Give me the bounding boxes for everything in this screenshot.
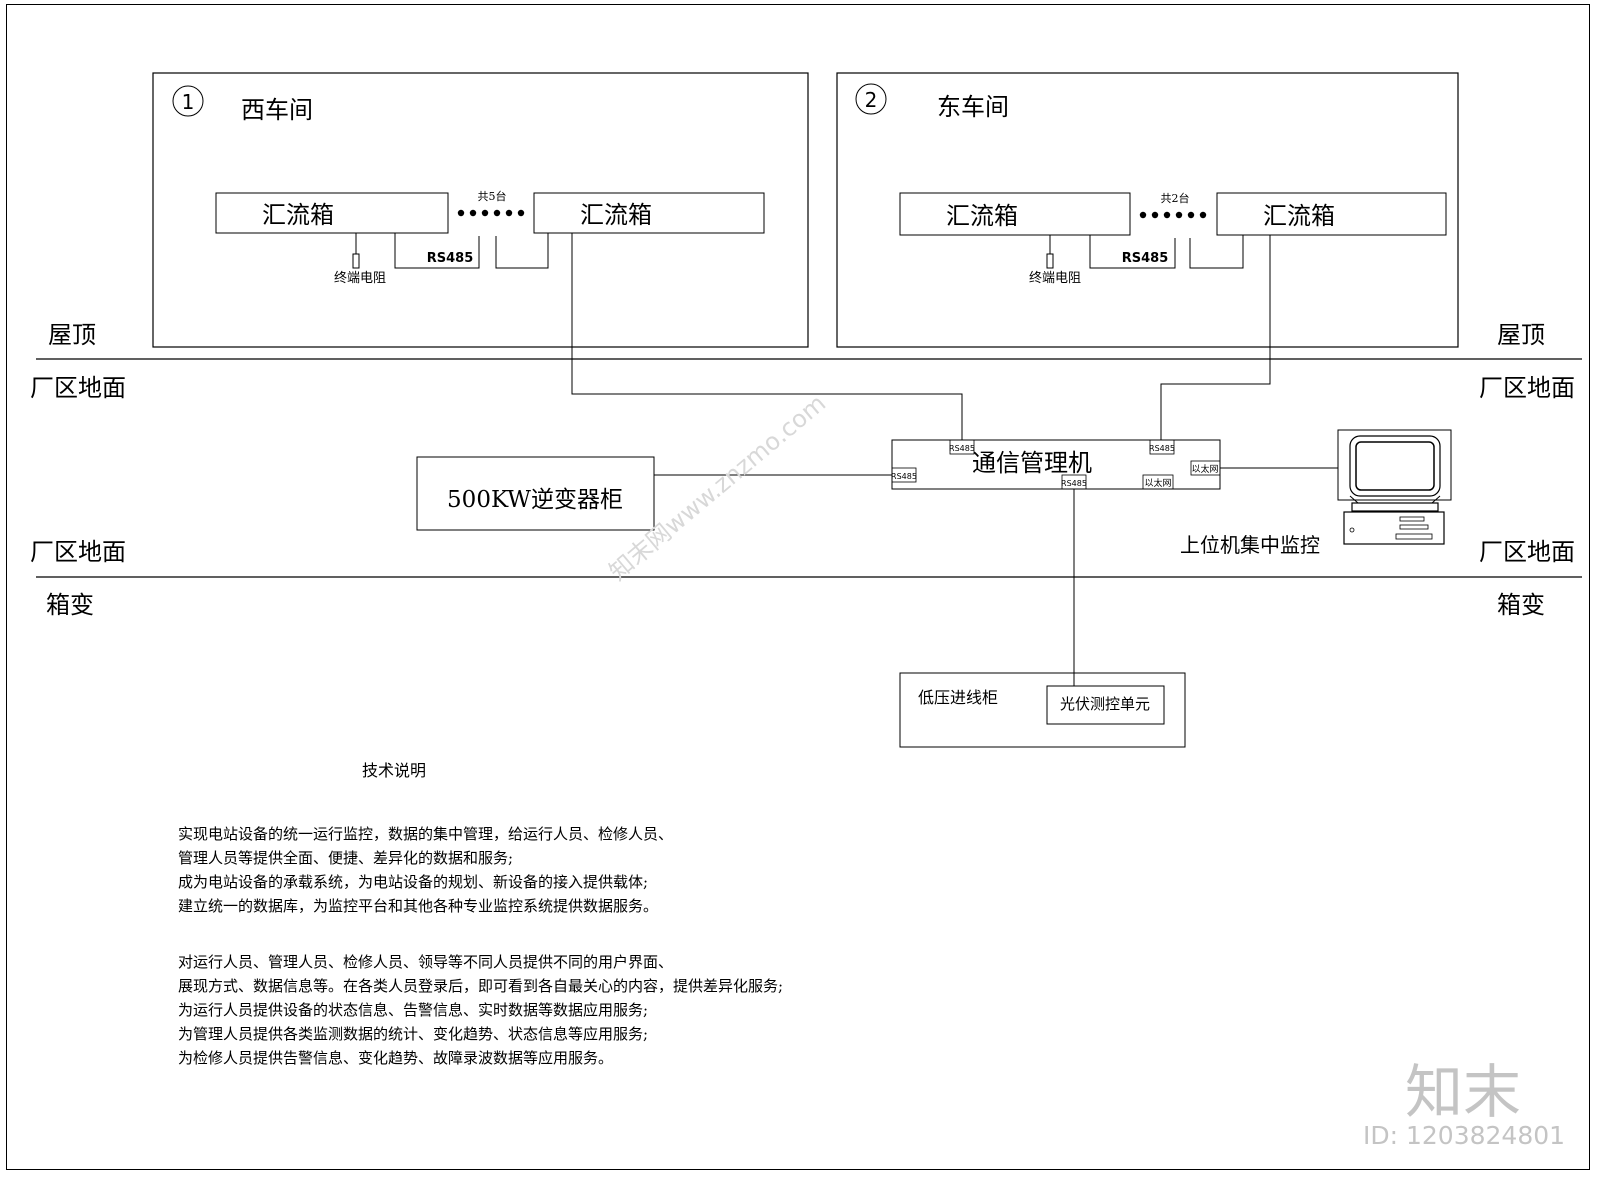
east-title: 东车间 [937,93,1009,121]
box-label-right: 箱变 [1497,591,1545,619]
pv-monitor-unit-box [1046,685,1165,725]
pv-monitor-unit-label: 光伏测控单元 [1060,695,1150,713]
technical-notes-title: 技术说明 [362,761,427,780]
west-combiner-left-label: 汇流箱 [262,201,334,229]
host-computer-icon [1337,429,1452,545]
communication-manager: 通信管理机 RS485 RS485 RS485 RS485 以太网 以太网 [891,439,1221,490]
host-monitor-label: 上位机集中监控 [1180,533,1320,557]
technical-note-line: 为检修人员提供告警信息、变化趋势、故障录波数据等应用服务。 [178,1049,614,1067]
technical-note-line: 展现方式、数据信息等。在各类人员登录后，即可看到各自最关心的内容，提供差异化服务… [178,977,784,995]
watermark-logo: 知末 [1405,1058,1522,1126]
port-ethernet-inner-label: 以太网 [1144,477,1171,489]
technical-note-line: 成为电站设备的承载系统，为电站设备的规划、新设备的接入提供载体; [178,873,649,891]
east-rs485-label: RS485 [1122,251,1169,266]
low-voltage-cabinet-label: 低压进线柜 [918,688,998,707]
inverter-cabinet-box [416,456,655,531]
port-rs485-inverter [891,467,917,483]
west-ellipsis-dots [457,209,525,217]
east-number: 2 [865,88,878,112]
roof-label-left: 屋顶 [48,321,96,349]
port-ethernet-outer-label: 以太网 [1191,463,1218,475]
roof-label-right: 屋顶 [1497,321,1545,349]
port-rs485-west [949,439,975,455]
west-rs485-link-a [394,233,480,269]
technical-note-line: 为管理人员提供各类监测数据的统计、变化趋势、状态信息等应用服务; [178,1025,649,1043]
east-rs485-link-a [1089,235,1176,269]
inverter-cabinet-label: 500KW逆变器柜 [447,487,623,513]
port-rs485-east-label: RS485 [1149,444,1175,453]
port-rs485-bottom-label: RS485 [1061,479,1087,488]
east-terminator-resistor [1046,253,1054,269]
port-rs485-west-label: RS485 [949,444,975,453]
ground2-label-left: 厂区地面 [30,538,126,566]
east-count: 共2台 [1161,191,1190,205]
west-to-manager-link [571,233,963,440]
east-combiner-right [1216,192,1447,236]
east-number-circle [855,83,887,115]
west-combiner-right [533,192,765,234]
technical-note-line: 实现电站设备的统一运行监控，数据的集中管理，给运行人员、检修人员、 [178,825,674,843]
port-rs485-east [1149,439,1175,455]
west-count: 共5台 [478,189,507,203]
technical-note-line: 对运行人员、管理人员、检修人员、领导等不同人员提供不同的用户界面、 [178,953,674,971]
technical-note-line: 建立统一的数据库，为监控平台和其他各种专业监控系统提供数据服务。 [178,897,659,915]
drawing-frame [6,4,1590,1170]
east-workshop: 2 东车间 汇流箱 汇流箱 共2台 RS485 终端电阻 [836,72,1459,348]
east-terminator-label: 终端电阻 [1029,270,1081,286]
east-combiner-right-label: 汇流箱 [1263,202,1335,230]
west-number: 1 [182,90,195,114]
east-rs485-link-b [1189,235,1244,269]
technical-notes-para2: 对运行人员、管理人员、检修人员、领导等不同人员提供不同的用户界面、展现方式、数据… [178,950,783,1070]
east-combiner-left-label: 汇流箱 [946,202,1018,230]
technical-notes-para1: 实现电站设备的统一运行监控，数据的集中管理，给运行人员、检修人员、管理人员等提供… [178,822,673,918]
technical-note-line: 管理人员等提供全面、便捷、差异化的数据和服务; [178,849,514,867]
technical-note-line: 为运行人员提供设备的状态信息、告警信息、实时数据等数据应用服务; [178,1001,649,1019]
west-workshop: 1 西车间 汇流箱 汇流箱 共5台 RS485 终端电阻 [152,72,809,348]
low-voltage-cabinet-box [899,672,1186,748]
ground2-label-right: 厂区地面 [1479,538,1575,566]
port-rs485-inverter-label: RS485 [891,472,917,481]
ground1-label-right: 厂区地面 [1479,374,1575,402]
west-number-circle [172,85,204,117]
watermark-id: ID: 1203824801 [1363,1121,1566,1150]
east-combiner-left [899,192,1131,236]
west-workshop-border [152,72,809,348]
port-ethernet-outer [1190,460,1221,476]
port-ethernet-inner [1142,474,1174,490]
west-rs485-label: RS485 [427,251,474,266]
ground1-label-left: 厂区地面 [30,374,126,402]
box-label-left: 箱变 [46,591,94,619]
comm-manager-title: 通信管理机 [972,449,1092,477]
west-terminator-label: 终端电阻 [334,270,386,286]
west-rs485-link-b [495,233,549,269]
east-ellipsis-dots [1139,211,1207,219]
port-rs485-bottom [1061,474,1087,490]
west-terminator-resistor [352,253,360,269]
west-combiner-left [215,192,449,234]
west-combiner-right-label: 汇流箱 [580,201,652,229]
east-workshop-border [836,72,1459,348]
east-to-manager-link [1160,235,1271,440]
west-title: 西车间 [241,96,313,124]
